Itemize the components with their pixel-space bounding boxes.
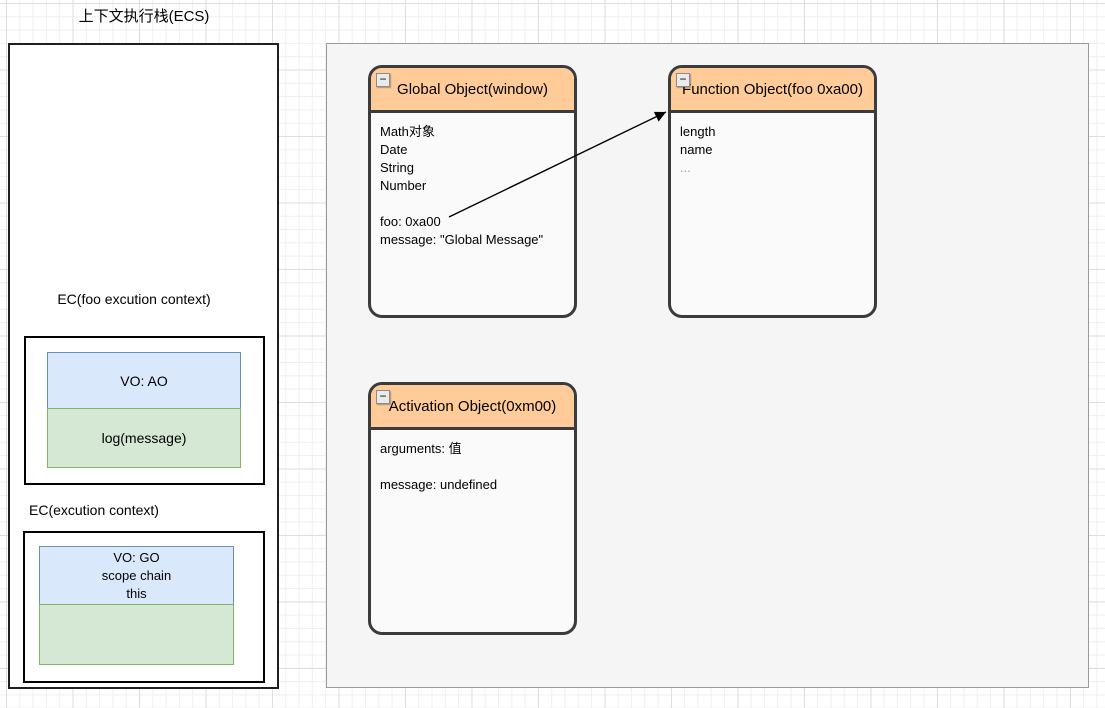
ecs-stack-container[interactable]: EC(foo excution context) VO: AO log(mess…: [8, 43, 279, 689]
ec-global-label: EC(excution context): [29, 502, 159, 518]
object-property: Math对象: [380, 124, 435, 139]
ec-global-vo-box[interactable]: VO: GO scope chain this: [39, 546, 234, 605]
collapse-minus-icon[interactable]: −: [676, 73, 690, 87]
global-object-header[interactable]: − Global Object(window): [371, 68, 574, 113]
global-object-node[interactable]: − Global Object(window) Math对象 Date Stri…: [368, 65, 577, 318]
ec-global-frame[interactable]: VO: GO scope chain this: [23, 531, 265, 683]
object-property-spacer: [380, 195, 568, 213]
object-property: name: [680, 142, 713, 157]
ec-foo-code-box[interactable]: log(message): [47, 408, 241, 468]
object-property-spacer: [380, 458, 568, 476]
heap-panel[interactable]: − Global Object(window) Math对象 Date Stri…: [326, 43, 1089, 688]
function-object-header[interactable]: − Function Object(foo 0xa00): [671, 68, 874, 113]
ecs-title: 上下文执行栈(ECS): [78, 8, 210, 25]
global-object-title: Global Object(window): [397, 80, 548, 98]
ec-foo-label: EC(foo excution context): [57, 291, 211, 307]
ec-global-code-box[interactable]: [39, 604, 234, 665]
object-property-foo-ref: foo: 0xa00: [380, 214, 441, 229]
activation-object-title: Activation Object(0xm00): [388, 397, 557, 415]
collapse-minus-icon[interactable]: −: [376, 390, 390, 404]
code-line: log(message): [101, 430, 187, 446]
object-property: length: [680, 124, 716, 139]
function-object-node[interactable]: − Function Object(foo 0xa00) length name…: [668, 65, 877, 318]
global-object-body: Math对象 Date String Number foo: 0xa00 mes…: [371, 113, 574, 249]
activation-object-body: arguments: 值 message: undefined: [371, 430, 574, 494]
vo-line: VO: AO: [120, 372, 168, 389]
object-property: message: undefined: [380, 477, 498, 492]
object-property: arguments: 值: [380, 441, 462, 456]
ec-foo-vo-box[interactable]: VO: AO: [47, 352, 241, 409]
activation-object-header[interactable]: − Activation Object(0xm00): [371, 385, 574, 430]
object-property: Date: [380, 142, 408, 157]
function-object-title: Function Object(foo 0xa00): [682, 80, 863, 98]
collapse-minus-icon[interactable]: −: [376, 73, 390, 87]
object-property: message: "Global Message": [380, 232, 544, 247]
activation-object-node[interactable]: − Activation Object(0xm00) arguments: 值 …: [368, 382, 577, 635]
function-object-body: length name ...: [671, 113, 874, 177]
object-property-ellipsis: ...: [680, 160, 691, 175]
object-property: String: [380, 160, 414, 175]
ec-foo-frame[interactable]: VO: AO log(message): [24, 336, 265, 485]
vo-line: VO: GO: [113, 549, 160, 565]
vo-line: this: [126, 585, 147, 601]
object-property: Number: [380, 178, 427, 193]
vo-line: scope chain: [101, 567, 172, 583]
